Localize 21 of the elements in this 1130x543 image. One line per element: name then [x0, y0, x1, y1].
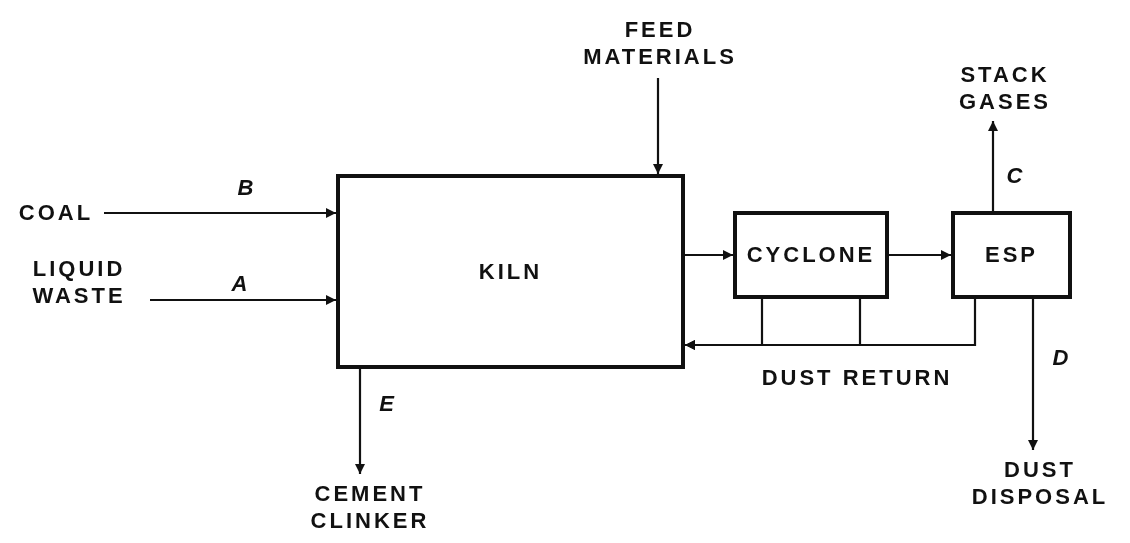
stream-label: LIQUID WASTE	[31, 254, 127, 310]
arrow	[150, 295, 336, 305]
box-label: ESP	[985, 241, 1038, 269]
process-box	[336, 174, 685, 369]
arrow	[685, 299, 977, 350]
arrow	[988, 121, 998, 211]
arrow	[685, 250, 733, 260]
process-box	[733, 211, 889, 299]
stream-label: COAL	[18, 199, 94, 227]
arrow	[355, 369, 365, 474]
arrow	[104, 208, 336, 218]
stream-label: FEED MATERIALS	[582, 15, 738, 71]
arrow	[1028, 299, 1038, 450]
stream-label: CEMENT CLINKER	[309, 479, 431, 535]
process-box	[951, 211, 1072, 299]
arrow	[889, 250, 951, 260]
arrow	[653, 78, 663, 174]
stream-label: DUST DISPOSAL	[970, 455, 1110, 511]
box-label: CYCLONE	[746, 241, 876, 269]
box-label: KILN	[478, 257, 543, 286]
stream-label: STACK GASES	[958, 60, 1052, 116]
